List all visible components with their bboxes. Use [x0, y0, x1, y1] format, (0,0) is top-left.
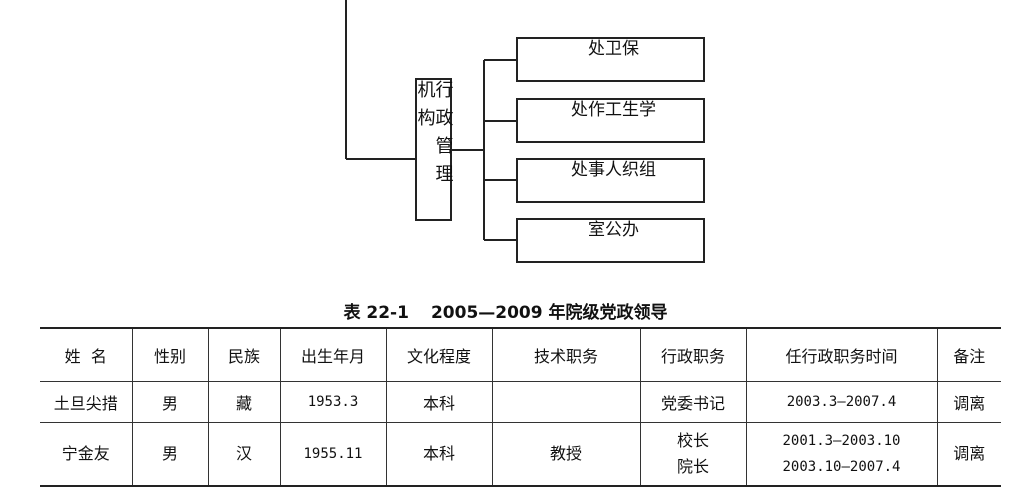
table-row: 土旦尖措 男 藏 1953.3 本科 党委书记 2003.3—2007.4 调离 [40, 381, 1001, 423]
cell-tech-title [491, 381, 640, 423]
cell-gender: 男 [131, 381, 208, 423]
parent-node-admin-management: 行政管理机构 [414, 78, 454, 221]
term-line: 2003.10—2007.4 [782, 459, 901, 475]
cell-term: 2003.3—2007.4 [745, 381, 937, 423]
dept-node-label: 保卫处 [584, 39, 638, 68]
dept-node-organization-personnel: 组织人事处 [516, 158, 705, 203]
term-line: 2003.3—2007.4 [786, 394, 897, 410]
dept-node-label: 组织人事处 [567, 160, 655, 189]
header-admin-post: 行政职务 [639, 328, 746, 382]
cell-birth: 1955.11 [279, 422, 386, 487]
table-caption-number: 表 22-1 [343, 303, 409, 323]
cell-name: 宁金友 [40, 422, 132, 487]
org-chart-connectors [345, 0, 516, 241]
parent-node-label: 行政管理机构 [414, 80, 454, 192]
cell-education: 本科 [385, 422, 492, 487]
cell-education: 本科 [385, 381, 492, 423]
header-name: 姓 名 [40, 328, 132, 382]
cell-gender: 男 [131, 422, 208, 487]
cell-note: 调离 [936, 422, 1001, 487]
admin-post-line: 校长 [676, 431, 709, 450]
cell-name: 土旦尖措 [40, 381, 132, 423]
dept-node-student-affairs: 学生工作处 [516, 98, 705, 143]
dept-node-office: 办公室 [516, 218, 705, 263]
table-caption: 表 22-1 2005—2009 年院级党政领导 [0, 298, 1011, 323]
cell-ethnicity: 汉 [207, 422, 280, 487]
dept-node-label: 办公室 [584, 220, 638, 249]
table-header-row: 姓 名 性别 民族 出生年月 文化程度 技术职务 行政职务 任行政职务时间 备注 [40, 328, 1001, 382]
header-tech-title: 技术职务 [491, 328, 640, 382]
header-ethnicity: 民族 [207, 328, 280, 382]
header-gender: 性别 [131, 328, 208, 382]
admin-post-line: 院长 [676, 457, 709, 476]
dept-node-security: 保卫处 [516, 37, 705, 82]
cell-ethnicity: 藏 [207, 381, 280, 423]
dept-node-label: 学生工作处 [567, 100, 655, 129]
cell-note: 调离 [936, 381, 1001, 423]
cell-birth: 1953.3 [279, 381, 386, 423]
cell-admin-post: 党委书记 [639, 381, 746, 423]
cell-term: 2001.3—2003.10 2003.10—2007.4 [745, 422, 937, 487]
cell-tech-title: 教授 [491, 422, 640, 487]
leaders-table: 姓 名 性别 民族 出生年月 文化程度 技术职务 行政职务 任行政职务时间 备注… [40, 327, 1001, 487]
table-caption-title: 2005—2009 年院级党政领导 [430, 303, 668, 323]
header-birth: 出生年月 [279, 328, 386, 382]
admin-post-line: 党委书记 [660, 394, 725, 413]
header-education: 文化程度 [385, 328, 492, 382]
table-row: 宁金友 男 汉 1955.11 本科 教授 校长 院长 2001.3—2003.… [40, 422, 1001, 487]
cell-admin-post: 校长 院长 [639, 422, 746, 487]
header-note: 备注 [936, 328, 1001, 382]
header-term: 任行政职务时间 [745, 328, 937, 382]
term-line: 2001.3—2003.10 [782, 433, 901, 449]
